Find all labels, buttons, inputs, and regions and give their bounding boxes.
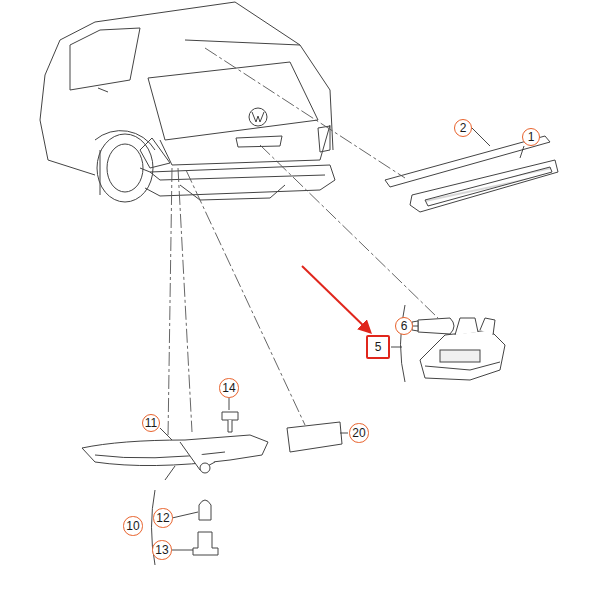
callout-text: 6 <box>401 320 408 332</box>
callout-text: 5 <box>375 341 382 353</box>
callout-number: 2 <box>454 119 472 137</box>
callout-number: 1 <box>522 128 540 146</box>
spoiler-parts <box>385 136 558 212</box>
callout-text: 10 <box>126 520 139 532</box>
callout-text: 1 <box>528 131 535 143</box>
callout-text: 13 <box>155 544 168 556</box>
callout-number: 11 <box>142 414 160 432</box>
callout-text: 20 <box>352 427 365 439</box>
highlighted-callout: 5 <box>366 335 390 359</box>
vehicle <box>40 2 335 202</box>
projection-lines <box>168 48 438 438</box>
callout-text: 11 <box>145 417 157 429</box>
licence-lamp <box>412 318 505 380</box>
pointer-arrow <box>302 266 370 332</box>
callout-number: 6 <box>395 317 413 335</box>
callout-text: 2 <box>460 122 467 134</box>
callout-number: 14 <box>219 378 238 397</box>
callout-number: 10 <box>123 516 142 535</box>
callout-text: 12 <box>156 512 169 524</box>
leader-lines <box>152 128 525 565</box>
callout-number: 20 <box>349 423 368 442</box>
callout-number: 13 <box>152 540 171 559</box>
rear-lamp <box>82 412 342 555</box>
callout-text: 14 <box>222 382 235 394</box>
callout-number: 12 <box>153 508 172 527</box>
